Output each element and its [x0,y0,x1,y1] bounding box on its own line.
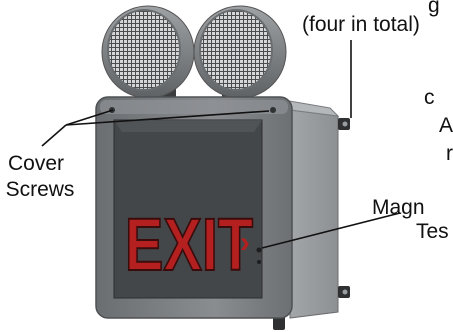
exit-chevron-left: ‹ [128,226,138,259]
partial-label-r: r [446,142,453,165]
mounting-label-line1: g [428,0,440,17]
mounting-bracket-top [338,118,350,130]
lamp-head-right [194,6,286,102]
partial-label-c: c [424,86,435,109]
cover-screw-right [270,107,276,113]
magnetic-test-label-line2: Tes [416,220,449,243]
magnetic-test-point-lower [257,260,261,264]
magnetic-test-point [257,248,262,253]
lamp-head-left [102,6,194,102]
exit-chevron-right: › [240,226,250,259]
magnetic-test-label-line1: Magn [372,196,425,219]
cover-screws-label-line1: Cover [8,152,64,175]
partial-label-a: A [439,114,453,137]
exit-text: EXIT [125,204,253,287]
mounting-bracket-bottom [338,286,350,298]
mounting-label-line2: (four in total) [302,13,420,36]
cover-screws-label-line2: Screws [6,178,75,201]
